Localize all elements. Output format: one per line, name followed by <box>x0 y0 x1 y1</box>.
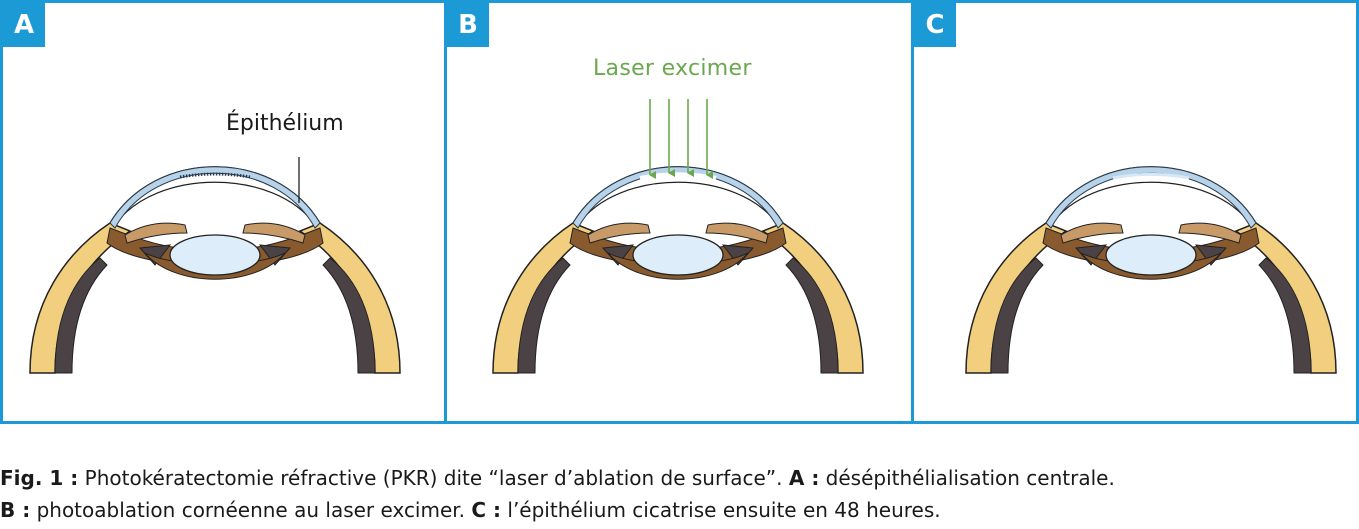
eye-diagram-a <box>29 157 401 374</box>
caption-line-2: B : photoablation cornéenne au laser exc… <box>0 494 1359 526</box>
eye-diagram-b <box>492 99 864 374</box>
eye-cross-section <box>965 166 1337 374</box>
eye-cross-section <box>29 166 401 374</box>
caption-fig-text: Photokératectomie réfractive (PKR) dite … <box>78 466 789 490</box>
caption-a-text: désépithélialisation centrale. <box>819 466 1115 490</box>
figure-panels: A <box>0 0 1359 424</box>
panel-b-badge: B <box>447 3 489 47</box>
caption-fig-label: Fig. 1 : <box>0 466 79 490</box>
caption-c-text: l’épithélium cicatrise ensuite en 48 heu… <box>501 498 941 522</box>
caption-c-label: C : <box>471 498 502 522</box>
panel-a-badge: A <box>3 3 45 47</box>
epithelium-label: Épithélium <box>226 111 344 136</box>
caption-b-text: photoablation cornéenne au laser excimer… <box>30 498 472 522</box>
panel-c: C <box>911 0 1359 424</box>
panel-a: A <box>0 0 447 424</box>
caption-line-1: Fig. 1 : Photokératectomie réfractive (P… <box>0 462 1359 494</box>
laser-excimer-label: Laser excimer <box>593 56 752 81</box>
caption-a-label: A : <box>788 466 820 490</box>
epithelium-center <box>179 172 251 179</box>
laser-arrows <box>649 99 713 179</box>
figure-caption: Fig. 1 : Photokératectomie réfractive (P… <box>0 462 1359 526</box>
eye-diagram-c <box>965 166 1337 374</box>
eye-cross-section <box>492 166 864 374</box>
panel-c-badge: C <box>914 3 956 47</box>
ablation-zone <box>639 172 717 180</box>
healed-epithelium <box>1112 172 1190 180</box>
panel-b: B <box>444 0 914 424</box>
caption-b-label: B : <box>0 498 31 522</box>
